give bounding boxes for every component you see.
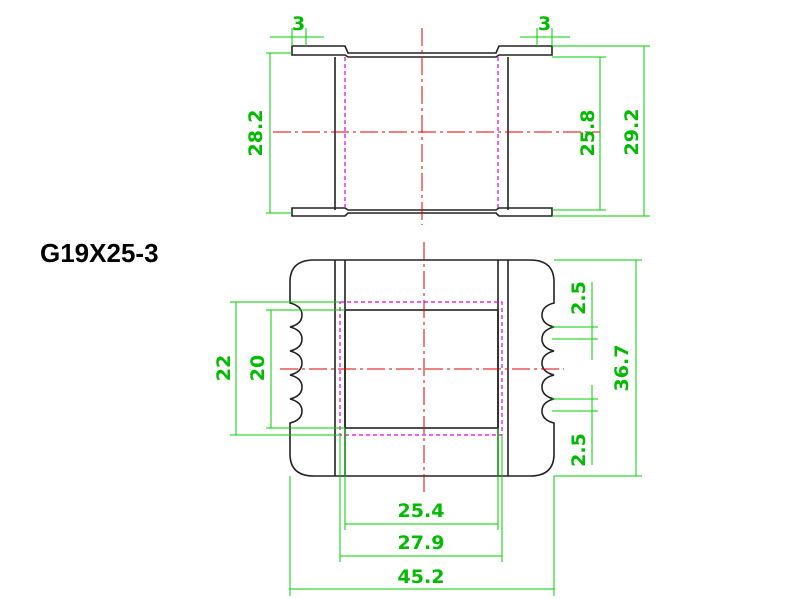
top-flange xyxy=(291,45,553,58)
dim-height-left-label: 28.2 xyxy=(245,110,267,157)
dim-pitch-top: 2.5 xyxy=(552,281,598,360)
dim-core-width: 27.9 xyxy=(339,435,503,562)
dim-flange-left: 3 xyxy=(270,13,324,46)
dim-pitch-top-label: 2.5 xyxy=(568,281,590,315)
top-view: 3 3 28.2 25.8 29.2 xyxy=(245,13,650,225)
dim-overall-width: 45.2 xyxy=(289,476,555,596)
dim-pitch-bottom: 2.5 xyxy=(552,385,598,467)
dim-flange-right: 3 xyxy=(520,13,570,46)
dim-inner-slot-label: 20 xyxy=(247,355,269,381)
dim-inner-height-label: 25.8 xyxy=(577,110,599,157)
dim-inner-height: 25.8 xyxy=(552,56,606,211)
dim-flange-right-label: 3 xyxy=(538,13,551,35)
front-hidden-window xyxy=(339,301,503,436)
dim-pitch-bottom-label: 2.5 xyxy=(568,433,590,467)
dim-outer-slot: 22 xyxy=(213,301,340,436)
front-outer-profile xyxy=(289,259,555,477)
dim-overall-width-label: 45.2 xyxy=(398,566,445,588)
dim-window-width-label: 25.4 xyxy=(398,500,445,522)
front-view: 22 20 2.5 2.5 36.7 xyxy=(213,242,642,596)
dim-flange-left-label: 3 xyxy=(292,13,305,35)
dim-overall-height-front: 36.7 xyxy=(554,259,642,477)
dim-overall-height-top: 29.2 xyxy=(552,45,650,217)
dim-inner-slot: 20 xyxy=(247,309,345,429)
dim-height-left: 28.2 xyxy=(245,52,292,214)
dim-overall-height-front-label: 36.7 xyxy=(611,345,633,392)
dim-core-width-label: 27.9 xyxy=(398,532,445,554)
dim-outer-slot-label: 22 xyxy=(213,355,235,381)
dim-overall-height-top-label: 29.2 xyxy=(621,109,643,156)
part-title: G19X25-3 xyxy=(40,238,159,268)
dim-window-width: 25.4 xyxy=(344,428,499,530)
